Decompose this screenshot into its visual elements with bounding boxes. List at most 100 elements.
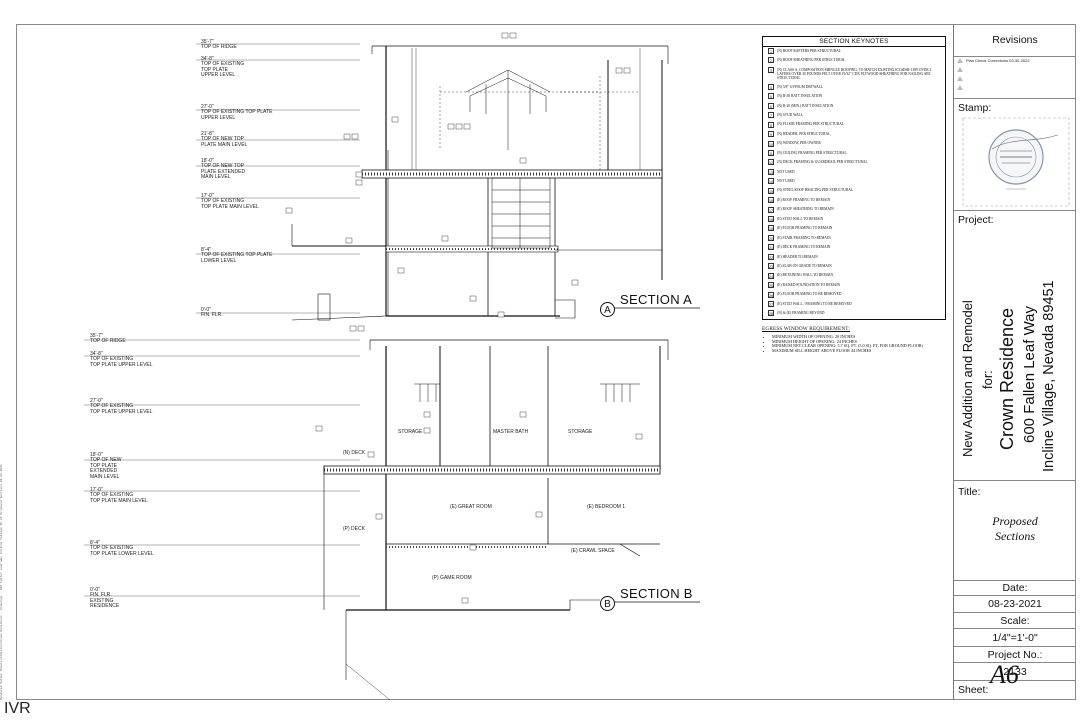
keynote-text: (N) R-20 (MIN.) BATT INSULATION: [777, 103, 834, 108]
keynote-text: (N) FLOOR FRAMING PER STRUCTURAL: [777, 122, 845, 127]
date-label-cell: Date:: [954, 581, 1076, 596]
keynote-text: (N) ROOF RAFTERS PER STRUCTURAL: [777, 48, 842, 53]
keynote-row: 5(N) R-38 BATT INSULATION: [763, 92, 945, 101]
keynote-text: (N) CEILING FRAMING PER STRUCTURAL: [777, 150, 847, 155]
section-keynotes: SECTION KEYNOTES 1(N) ROOF RAFTERS PER S…: [762, 36, 946, 320]
keynote-text: (N) WINDOW, PER OWNER: [777, 141, 821, 146]
room-great-room: (E) GREAT ROOM: [450, 504, 492, 510]
revisions-header: Revisions: [954, 24, 1076, 57]
watermark: IVR: [4, 700, 31, 717]
section-b-elevation-finish-floor: 0'-0" FIN. FLR. EXISTING RESIDENCE: [90, 587, 120, 610]
revision-triangle-icon: [957, 67, 963, 73]
section-b-elevation-lower: 8'-4" TOP OF EXISTING TOP PLATE LOWER LE…: [90, 540, 154, 557]
revisions-label: Revisions: [992, 34, 1038, 46]
project-no-label-cell: Project No.:: [954, 647, 1076, 663]
sheet-label: Sheet:: [958, 684, 989, 696]
room-master-bath: MASTER BATH: [493, 429, 529, 435]
room-crawl-space: (E) CRAWL SPACE: [571, 548, 615, 554]
keynote-number: 9: [768, 131, 774, 138]
keynote-number: 7: [768, 112, 774, 119]
keynote-number: 25: [768, 282, 774, 289]
keynote-number: 22: [768, 253, 774, 260]
room-game-room: (P) GAME ROOM: [432, 575, 472, 581]
keynote-text: (N) DECK FRAMING & GUARDRAIL PER STRUCTU…: [777, 160, 868, 165]
project-no-cell: 2133: [954, 663, 1076, 681]
section-b-title: SECTION B: [620, 586, 693, 601]
sheet-cell: Sheet:: [954, 681, 1076, 700]
section-b-elevation-existing-main: 17'-0" TOP OF EXISTING TOP PLATE MAIN LE…: [90, 487, 148, 504]
title-block: Revisions Plan Check Corrections 03-30-2…: [953, 24, 1076, 700]
keynote-number: 3: [768, 66, 774, 73]
callout-tags: [285, 32, 643, 604]
keynote-row: 20(E) STAIR FRAMING TO REMAIN: [763, 234, 945, 243]
section-b-elevation-existing-upper: 27'-0" TOP OF EXISTING TOP PLATE UPPER L…: [90, 398, 153, 415]
keynote-number: 10: [768, 140, 774, 147]
project-line-5: Incline Village, Nevada 89451: [1041, 280, 1057, 472]
project-label: Project:: [958, 214, 994, 226]
keynote-number: 17: [768, 206, 774, 213]
section-a-stairs: [491, 177, 551, 249]
egress-item: MINIMUM NET CLEAR OPENING: 5.7 SQ. FT. (…: [772, 343, 946, 349]
keynote-number: 20: [768, 234, 774, 241]
keynote-row: 16(E) ROOF FRAMING TO REMAIN: [763, 196, 945, 205]
section-a-roof-truss: [465, 69, 551, 150]
keynote-row: 9(N) HEADER, PER STRUCTURAL: [763, 130, 945, 139]
sheet-number: A6: [990, 660, 1019, 689]
section-a-elevation-existing-upper: 27'-0" TOP OF EXISTING TOP PLATE UPPER L…: [201, 104, 273, 121]
keynote-number: 19: [768, 225, 774, 232]
egress-item: MAXIMUM SILL HEIGHT ABOVE FLOOR 44 INCHE…: [772, 348, 946, 354]
revision-triangle-icon: [957, 58, 963, 64]
keynote-number: 12: [768, 159, 774, 166]
keynote-number: 28: [768, 310, 774, 317]
keynote-text: (E) DECK FRAMING TO REMAIN: [777, 245, 831, 250]
keynote-row: 26(E) FLOOR FRAMING TO BE REMOVED: [763, 291, 945, 300]
section-a-elevation-upper-plate: 34'-8" TOP OF EXISTING TOP PLATE UPPER L…: [201, 56, 245, 79]
keynote-number: 11: [768, 149, 774, 156]
keynote-number: 4: [768, 83, 774, 90]
section-b-bubble: B: [600, 596, 615, 611]
section-a-elevation-ridge: 35'-7" TOP OF RIDGE: [201, 39, 237, 51]
keynote-text: (E) RETAINING WALL TO REMAIN: [777, 273, 834, 278]
keynote-text: (E) STUD WALL TO REMAIN: [777, 216, 824, 221]
keynote-number: 13: [768, 168, 774, 175]
sheet-border: [16, 24, 1076, 700]
keynote-text: (N) STEEL ROOF BRACING PER STRUCTURAL: [777, 188, 854, 193]
keynotes-title: SECTION KEYNOTES: [763, 37, 945, 47]
stamp-label: Stamp:: [958, 102, 992, 114]
egress-requirements: EGRESS WINDOW REQUIREMENT: MINIMUM WIDTH…: [762, 326, 946, 353]
section-b-roof-truss: [414, 383, 640, 402]
revision-triangle-icon: [957, 76, 963, 82]
keynote-number: 23: [768, 263, 774, 270]
keynote-text: (N) 5/8" GYPSUM DRYWALL: [777, 84, 824, 89]
keynote-row: 8(N) FLOOR FRAMING PER STRUCTURAL: [763, 121, 945, 130]
keynote-number: 5: [768, 93, 774, 100]
keynote-row: 17(E) ROOF SHEATHING TO REMAIN: [763, 206, 945, 215]
revision-triangle-icon: [957, 85, 963, 91]
keynote-row: 21(E) DECK FRAMING TO REMAIN: [763, 243, 945, 252]
keynote-row: 4(N) 5/8" GYPSUM DRYWALL: [763, 83, 945, 92]
section-b-elevation-extended-main: 18'-0" TOP OF NEW TOP PLATE EXTENDED MAI…: [90, 452, 122, 480]
keynote-text: NOT USED: [777, 179, 795, 184]
keynote-row: 24(E) RETAINING WALL TO REMAIN: [763, 272, 945, 281]
keynote-text: (E) STAIR FRAMING TO REMAIN: [777, 235, 831, 240]
keynote-row: 27(E) STUD WALL / FRAMING TO BE REMOVED: [763, 300, 945, 309]
section-a-elevation-new-main: 21'-8" TOP OF NEW TOP PLATE MAIN LEVEL: [201, 131, 248, 148]
project-line-3: Crown Residence: [997, 307, 1017, 450]
keynote-text: (E) RAISED FOUNDATION TO REMAIN: [777, 282, 841, 287]
keynote-number: 27: [768, 300, 774, 307]
title-cell: Title: Proposed Sections: [954, 481, 1076, 581]
revision-row: [957, 67, 966, 73]
project-line-1: New Addition and Remodel: [960, 300, 975, 457]
keynote-text: (E) FLOOR FRAMING TO REMAIN: [777, 226, 833, 231]
keynote-number: 2: [768, 57, 774, 64]
room-storage-right: STORAGE: [568, 429, 593, 435]
keynote-row: 25(E) RAISED FOUNDATION TO REMAIN: [763, 281, 945, 290]
project-line-4: 600 Fallen Leaf Way: [1021, 305, 1038, 443]
revision-row: [957, 76, 966, 82]
keynote-text: (N) STUD WALL: [777, 112, 804, 117]
keynote-row: 1(N) ROOF RAFTERS PER STRUCTURAL: [763, 47, 945, 56]
keynote-text: (N) & (E) FRAMING BEYOND: [777, 311, 825, 316]
